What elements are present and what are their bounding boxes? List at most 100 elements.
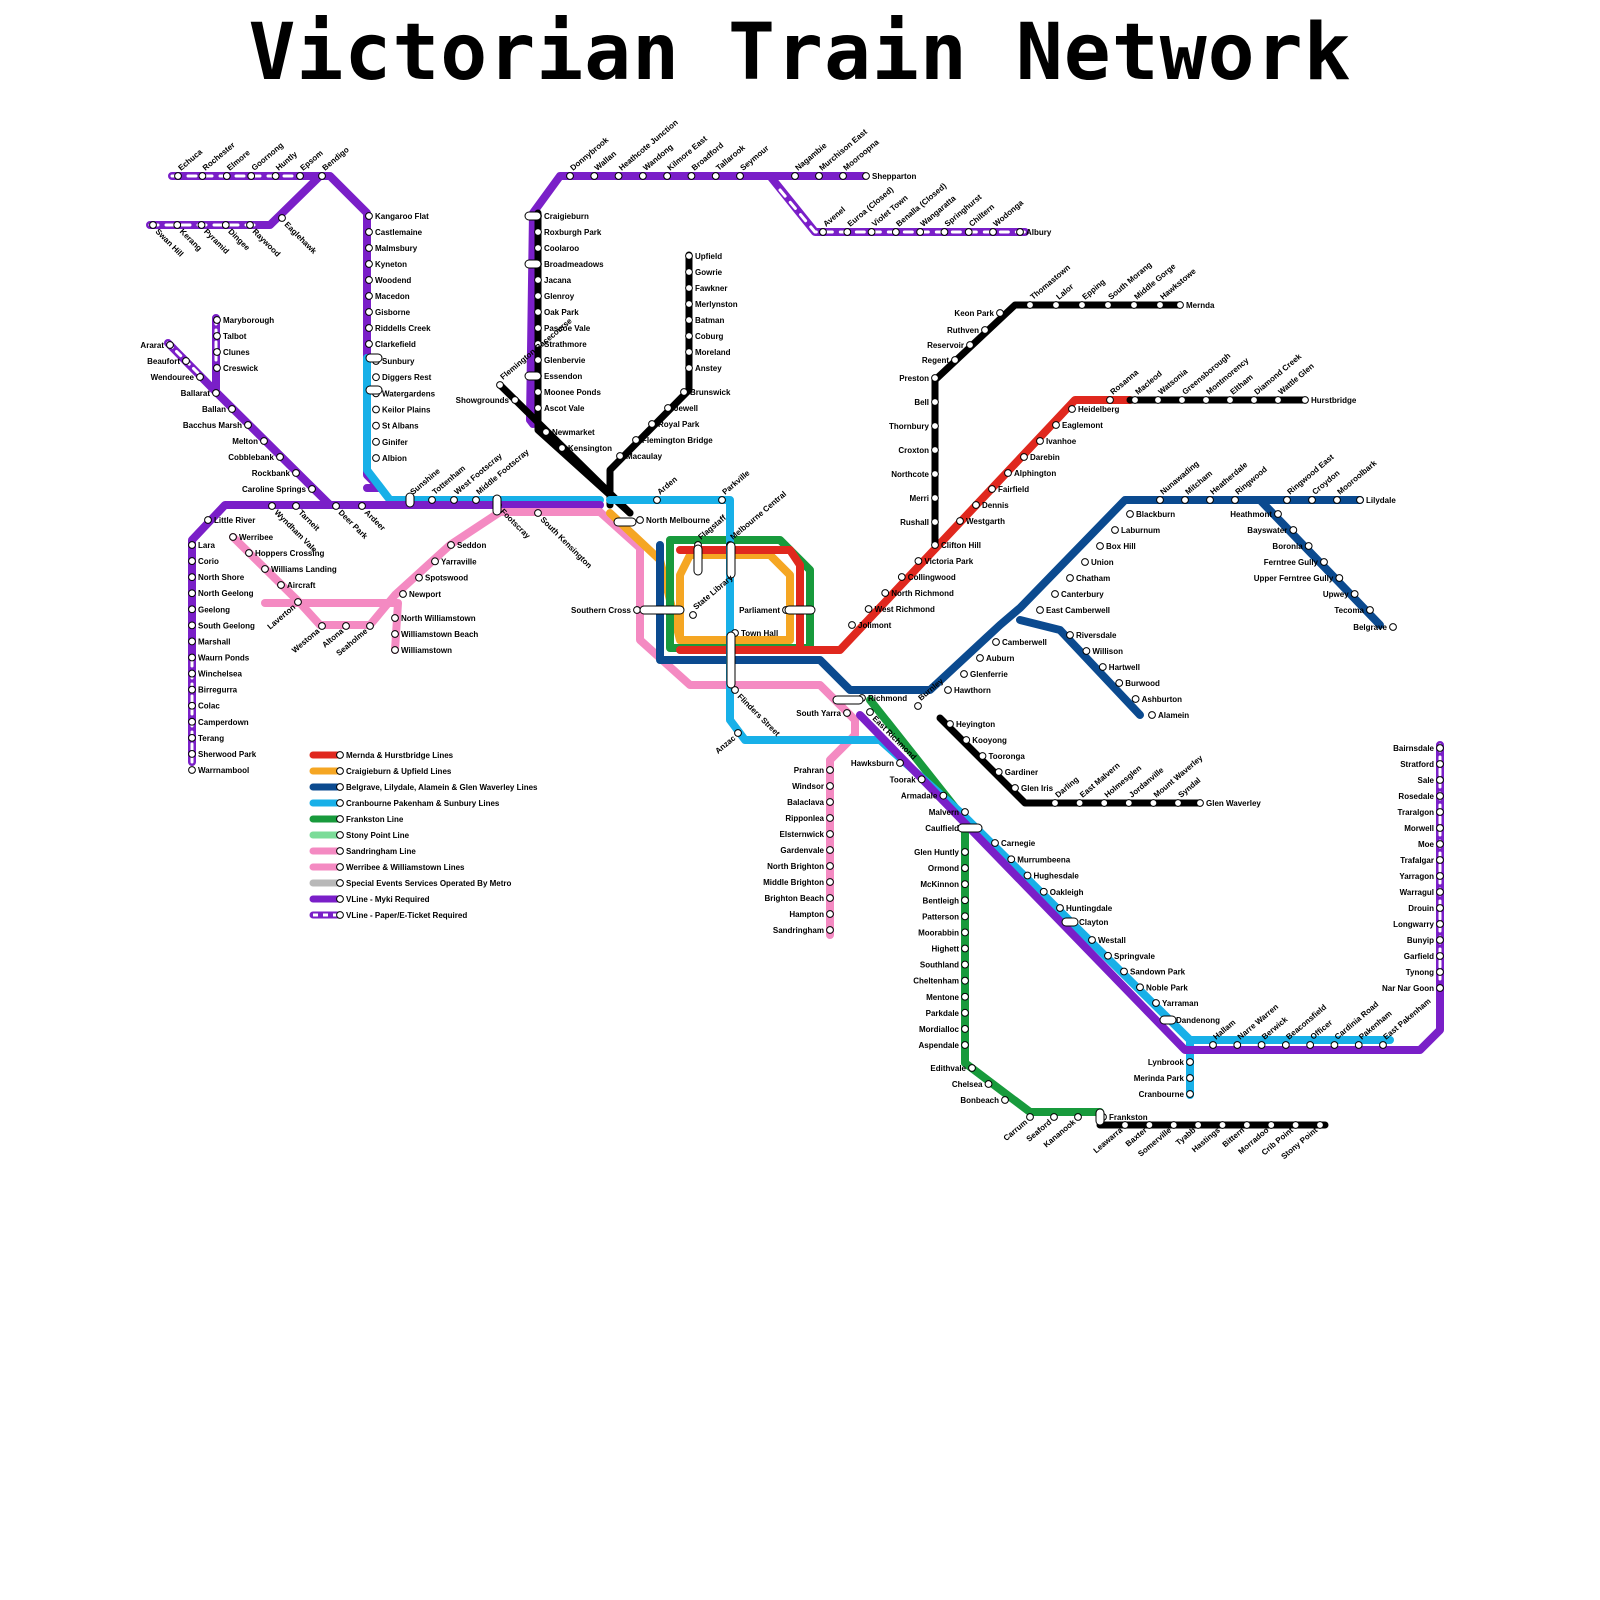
station-ivanhoe-marker[interactable] [1036,437,1044,445]
station-boronia-marker[interactable] [1304,542,1313,550]
station-caroline-springs-marker[interactable] [308,485,316,493]
station-state-library-marker[interactable] [689,611,697,619]
station-noble-park-marker[interactable] [1136,983,1144,992]
station-heathmont-marker[interactable] [1274,510,1282,518]
station-colac-marker[interactable] [188,701,196,710]
station-ormond-marker[interactable] [961,864,969,872]
station-seaford-marker[interactable] [1050,1113,1058,1121]
station-rochester-marker[interactable] [198,172,207,180]
station-middle-brighton-marker[interactable] [826,878,834,886]
station-ringwood-marker[interactable] [1231,496,1239,504]
station-clifton-hill-marker[interactable] [931,541,939,549]
station-hampton-marker[interactable] [826,910,834,918]
station-prahran-marker[interactable] [826,766,834,774]
station-little-river-marker[interactable] [204,516,212,524]
station-heatherdale-marker[interactable] [1206,496,1214,504]
station-newmarket-marker[interactable] [542,428,550,436]
station-garfield-marker[interactable] [1436,952,1444,960]
station-merinda-park-marker[interactable] [1186,1074,1194,1082]
station-coolaroo-marker[interactable] [534,244,542,252]
station-union-marker[interactable] [1081,558,1089,566]
station-nagambie-marker[interactable] [791,172,799,180]
station-huntingdale-marker[interactable] [1056,904,1064,912]
station-st-albans-marker[interactable] [372,421,380,430]
station-swan-hill-marker[interactable] [149,221,157,229]
station-diamond-creek-marker[interactable] [1250,396,1258,404]
station-deer-park-marker[interactable] [332,502,340,510]
station-riversdale-marker[interactable] [1066,631,1074,639]
station-keon-park-marker[interactable] [996,309,1004,317]
station-brighton-beach-marker[interactable] [826,894,834,902]
station-gardenvale-marker[interactable] [826,846,834,854]
station-sherwood-park-marker[interactable] [188,750,196,758]
station-regent-marker[interactable] [951,356,959,364]
station-glen-huntly-marker[interactable] [961,848,969,856]
station-mitcham-marker[interactable] [1181,496,1189,504]
station-belgrave-marker[interactable] [1389,623,1397,631]
station-lilydale-marker[interactable] [1356,496,1364,504]
station-nar-nar-goon-marker[interactable] [1436,984,1444,992]
station-lynbrook-marker[interactable] [1186,1058,1194,1066]
station-south-yarra-marker[interactable] [843,709,851,717]
station-fawkner-marker[interactable] [685,284,693,292]
station-north-geelong-marker[interactable] [188,589,196,598]
station-sandringham-marker[interactable] [826,926,834,934]
station-maryborough-marker[interactable] [213,316,221,324]
station-rushall-marker[interactable] [931,518,939,526]
station-williamstown-marker[interactable] [391,646,399,654]
station-gisborne-marker[interactable] [365,308,373,316]
station-wodonga-marker[interactable] [989,228,997,236]
station-hallam-marker[interactable] [1209,1041,1217,1049]
station-warragul-marker[interactable] [1436,888,1444,896]
station-wallan-marker[interactable] [590,172,599,180]
station-thomastown-marker[interactable] [1026,301,1034,309]
station-glenferrie-marker[interactable] [960,670,968,678]
station-bairnsdale-marker[interactable] [1436,744,1444,752]
station-anzac-marker[interactable] [734,729,742,737]
station-croydon-marker[interactable] [1308,496,1316,504]
station-south-kensington-marker[interactable] [534,509,542,517]
station-kensington-marker[interactable] [558,444,566,452]
station-macaulay-marker[interactable] [616,452,624,460]
station-batman-marker[interactable] [685,316,693,324]
station-east-camberwell-marker[interactable] [1036,606,1044,614]
station-yarraman-marker[interactable] [1152,999,1160,1007]
station-springvale-marker[interactable] [1104,951,1112,960]
station-wandong-marker[interactable] [638,172,647,180]
station-stratford-marker[interactable] [1436,760,1444,768]
station-burnley-marker[interactable] [914,702,922,710]
station-west-footscray-marker[interactable] [450,496,458,504]
station-wattle-glen-marker[interactable] [1274,396,1282,404]
station-clarkefield-marker[interactable] [365,340,373,348]
station-south-morang-marker[interactable] [1104,301,1112,309]
station-hurstbridge-marker[interactable] [1301,396,1309,404]
station-geelong-marker[interactable] [188,605,196,614]
station-benalla-closed-marker[interactable] [891,228,900,236]
station-sandown-park-marker[interactable] [1120,967,1128,976]
station-north-brighton-marker[interactable] [826,862,834,870]
station-ferntree-gully-marker[interactable] [1320,558,1328,566]
interchange-sunbury[interactable] [365,353,383,363]
interchange-craigieburn[interactable] [524,211,542,221]
station-roxburgh-park-marker[interactable] [534,228,542,236]
station-mooroolbark-marker[interactable] [1333,496,1341,504]
interchange-southern-cross[interactable] [639,605,685,615]
station-lalor-marker[interactable] [1052,301,1060,309]
station-balaclava-marker[interactable] [826,798,834,806]
station-aircraft-marker[interactable] [277,581,285,589]
station-parkdale-marker[interactable] [961,1008,969,1017]
station-lara-marker[interactable] [188,541,196,549]
station-reservoir-marker[interactable] [966,341,974,349]
station-hastings-marker[interactable] [1218,1121,1227,1129]
station-merri-marker[interactable] [931,494,939,502]
station-mooroopna-marker[interactable] [839,172,847,180]
station-burwood-marker[interactable] [1115,679,1124,687]
station-macleod-marker[interactable] [1131,396,1139,404]
station-strathmore-marker[interactable] [534,340,542,348]
station-pascoe-vale-marker[interactable] [534,324,542,332]
station-flinders-street-marker[interactable] [731,686,739,694]
station-seddon-marker[interactable] [447,541,455,549]
station-jolimont-marker[interactable] [848,621,856,629]
station-narre-warren-marker[interactable] [1233,1041,1242,1049]
station-birregurra-marker[interactable] [188,685,196,694]
